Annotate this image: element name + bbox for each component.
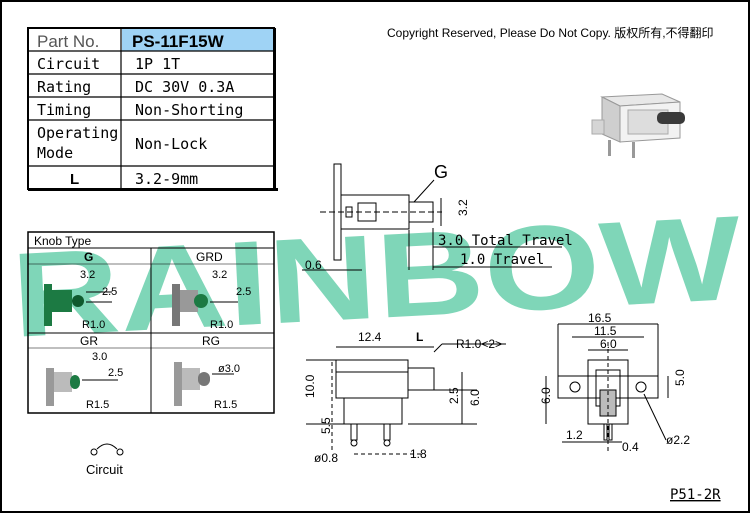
spec-value-l: 3.2-9mm	[135, 170, 198, 188]
part-number-highlight	[122, 29, 273, 51]
knob-rg-drawing	[174, 362, 234, 406]
spec-label-l: L	[70, 171, 79, 188]
side-radius-dim: R1.0<2>	[456, 337, 502, 351]
top-view-height-dim: 3.2	[456, 199, 470, 216]
knob-g-name: G	[84, 250, 93, 264]
front-width-60-dim: 6.0	[600, 337, 617, 351]
spec-label-operating: Operating	[37, 124, 118, 142]
knob-gr-drawing	[46, 368, 118, 406]
spec-table: Part No. PS-11F15W Circuit 1P 1T Rating …	[27, 27, 278, 191]
knob-grd-dim-a: 3.2	[212, 269, 227, 281]
spec-label-circuit: Circuit	[37, 55, 100, 73]
front-height-50-dim: 5.0	[673, 369, 687, 386]
plate-thickness-dim: 0.6	[305, 258, 322, 272]
spec-label-mode: Mode	[37, 144, 73, 162]
knob-g-drawing	[44, 284, 112, 326]
knob-g-dim-a: 3.2	[80, 269, 95, 281]
spec-label-timing: Timing	[37, 101, 91, 119]
knob-type-title: Knob Type	[34, 234, 91, 248]
knob-rg-dim-a: ø3.0	[218, 363, 240, 375]
spec-value-operating-mode: Non-Lock	[135, 135, 207, 153]
knob-grd-name: GRD	[196, 250, 223, 264]
travel-label: 1.0 Travel	[460, 252, 544, 268]
side-height-55-dim: 5.5	[319, 417, 333, 434]
top-view	[320, 163, 442, 261]
knob-grd-dim-r: R1.0	[210, 319, 233, 331]
side-height-60-dim: 6.0	[468, 389, 482, 406]
knob-grd-drawing	[172, 284, 238, 326]
side-height-25-dim: 2.5	[447, 387, 461, 404]
side-pin-width-dim: 1.8	[410, 447, 427, 461]
side-length-dim: 12.4	[358, 330, 382, 344]
spec-value-timing: Non-Shorting	[135, 101, 243, 119]
spec-value-part-no: PS-11F15W	[132, 32, 225, 51]
knob-gr-dim-b: 2.5	[108, 367, 123, 379]
spec-value-rating: DC 30V 0.3A	[135, 78, 234, 96]
page-code: P51-2R	[670, 487, 721, 503]
front-hole-diameter-dim: ø2.2	[666, 433, 690, 447]
side-view	[306, 343, 506, 455]
total-travel-label: 3.0 Total Travel	[438, 233, 573, 249]
knob-g-dim-r: R1.0	[82, 319, 105, 331]
knob-type-box	[27, 231, 275, 414]
circuit-symbol	[90, 443, 124, 456]
knob-gr-dim-r: R1.5	[86, 399, 109, 411]
front-width-12-dim: 1.2	[566, 428, 583, 442]
front-view	[545, 323, 669, 452]
knob-rg-name: RG	[202, 334, 220, 348]
travel-dimension-lines	[302, 228, 562, 271]
spec-value-circuit: 1P 1T	[135, 55, 180, 73]
knob-g-dim-b: 2.5	[102, 286, 117, 298]
front-height-60-dim: 6.0	[539, 387, 553, 404]
side-height-10-dim: 10.0	[303, 374, 317, 398]
spec-label-part-no: Part No.	[37, 32, 99, 51]
top-view-knob-label: G	[434, 162, 448, 182]
front-width-165-dim: 16.5	[588, 311, 612, 325]
knob-grd-dim-b: 2.5	[236, 286, 251, 298]
knob-rg-dim-r: R1.5	[214, 399, 237, 411]
knob-gr-name: GR	[80, 334, 98, 348]
side-l-dim: L	[416, 330, 423, 344]
switch-photo	[591, 93, 685, 158]
front-width-04-dim: 0.4	[622, 440, 639, 454]
front-width-115-dim: 11.5	[594, 324, 617, 338]
knob-gr-dim-a: 3.0	[92, 351, 107, 363]
side-pin-diameter-dim: ø0.8	[314, 451, 338, 465]
copyright-notice: Copyright Reserved, Please Do Not Copy. …	[387, 25, 714, 40]
circuit-label: Circuit	[86, 462, 123, 477]
spec-label-rating: Rating	[37, 78, 91, 96]
